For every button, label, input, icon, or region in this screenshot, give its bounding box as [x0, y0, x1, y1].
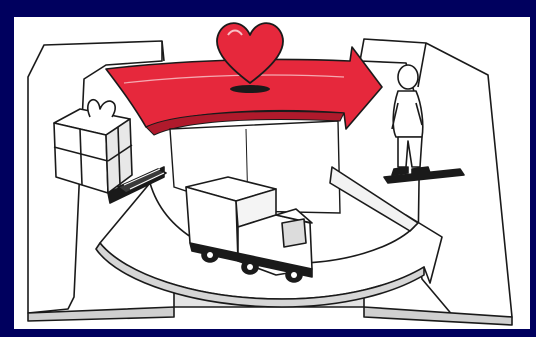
illustration-canvas — [14, 17, 530, 329]
business-model-sketch — [14, 17, 530, 329]
